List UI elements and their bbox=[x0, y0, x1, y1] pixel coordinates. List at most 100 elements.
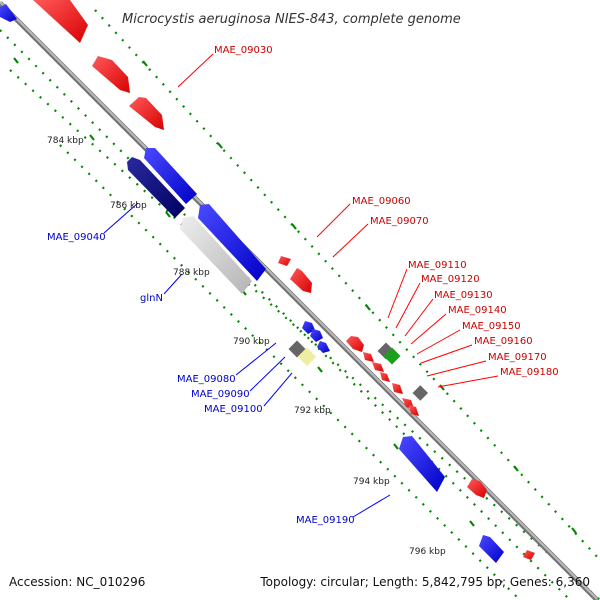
gene-label-forward[interactable]: MAE_09120 bbox=[421, 274, 480, 285]
tick-dash bbox=[89, 134, 95, 141]
gene-arrow-forward[interactable] bbox=[129, 97, 164, 130]
kbp-tick-label: 784 kbp bbox=[47, 136, 84, 146]
callout-line bbox=[332, 223, 369, 258]
feature-box[interactable] bbox=[412, 385, 429, 401]
gene-arrow-reverse[interactable] bbox=[180, 216, 252, 294]
tick-dash bbox=[165, 211, 171, 218]
ruler-lines bbox=[0, 9, 600, 600]
forward-callouts bbox=[177, 53, 499, 388]
tick-dash bbox=[317, 366, 323, 373]
callout-line bbox=[177, 53, 214, 88]
gene-arrow-forward[interactable] bbox=[290, 268, 312, 293]
tick-dash bbox=[513, 465, 519, 472]
ruler-line-inner-reverse bbox=[0, 29, 571, 600]
gene-label-forward[interactable]: MAE_09030 bbox=[214, 45, 273, 56]
callout-line bbox=[103, 202, 139, 234]
tick-dash bbox=[469, 520, 475, 527]
reverse-gene-labels: MAE_09040 glnN MAE_09080 MAE_09090 MAE_0… bbox=[47, 232, 355, 526]
gene-label-forward[interactable]: MAE_09140 bbox=[448, 305, 507, 316]
gene-arrow-forward[interactable] bbox=[467, 479, 487, 498]
gene-arrow-forward[interactable] bbox=[409, 405, 419, 416]
tick-dash bbox=[217, 142, 223, 149]
callout-line bbox=[395, 282, 421, 329]
gene-label-forward[interactable]: MAE_09160 bbox=[474, 336, 533, 347]
gene-label-reverse[interactable]: MAE_09040 bbox=[47, 232, 106, 243]
gene-arrow-reverse[interactable] bbox=[144, 148, 197, 204]
reverse-callouts bbox=[103, 202, 391, 518]
gene-label-forward[interactable]: MAE_09070 bbox=[370, 216, 429, 227]
gene-arrow-reverse[interactable] bbox=[479, 535, 504, 563]
gene-arrow-reverse[interactable] bbox=[198, 204, 266, 281]
ruler-line-outer bbox=[94, 9, 600, 561]
callout-line bbox=[420, 344, 473, 364]
gene-label-reverse[interactable]: MAE_09080 bbox=[177, 374, 236, 385]
callout-line bbox=[416, 329, 461, 355]
gene-label-reverse[interactable]: MAE_09090 bbox=[191, 389, 250, 400]
gene-arrow-forward[interactable] bbox=[372, 362, 384, 372]
callout-line bbox=[316, 203, 351, 238]
callout-line bbox=[410, 313, 447, 345]
kbp-tick-label: 790 kbp bbox=[233, 337, 270, 347]
callout-line bbox=[426, 360, 487, 377]
callout-line bbox=[263, 372, 293, 407]
gene-label-reverse[interactable]: glnN bbox=[140, 293, 163, 304]
gene-label-forward[interactable]: MAE_09180 bbox=[500, 367, 559, 378]
gene-arrow-reverse[interactable] bbox=[127, 157, 185, 218]
gene-label-reverse[interactable]: MAE_09190 bbox=[296, 515, 355, 526]
kbp-tick-label: 786 kbp bbox=[110, 201, 147, 211]
tick-dash bbox=[365, 304, 371, 311]
gene-arrow-reverse[interactable] bbox=[317, 341, 330, 353]
gene-arrow-reverse[interactable] bbox=[0, 4, 17, 22]
tick-dashes bbox=[13, 57, 577, 534]
gene-label-forward[interactable]: MAE_09130 bbox=[434, 290, 493, 301]
gene-arrow-forward[interactable] bbox=[392, 383, 403, 394]
callout-line bbox=[437, 375, 499, 388]
tick-dash bbox=[142, 60, 148, 67]
forward-genes bbox=[33, 0, 535, 560]
gene-label-forward[interactable]: MAE_09170 bbox=[488, 352, 547, 363]
accession-text: Accession: NC_010296 bbox=[9, 575, 145, 589]
kbp-tick-label: 796 kbp bbox=[409, 547, 446, 557]
kbp-tick-labels: 784 kbp 786 kbp 788 kbp 790 kbp 792 kbp … bbox=[47, 136, 446, 557]
genome-summary-text: Topology: circular; Length: 5,842,795 bp… bbox=[259, 575, 590, 589]
tick-dash bbox=[13, 57, 19, 64]
ruler-line-edge bbox=[59, 144, 521, 600]
callout-line bbox=[249, 356, 286, 392]
misc-features bbox=[288, 340, 429, 401]
gene-arrow-reverse[interactable] bbox=[310, 329, 323, 342]
gene-label-forward[interactable]: MAE_09110 bbox=[408, 260, 467, 271]
gene-arrow-forward[interactable] bbox=[346, 336, 364, 352]
callout-line bbox=[404, 298, 434, 337]
gene-label-forward[interactable]: MAE_09150 bbox=[462, 321, 521, 332]
tick-dash bbox=[439, 384, 445, 391]
ruler-line-inner-forward bbox=[9, 69, 600, 600]
kbp-tick-label: 792 kbp bbox=[294, 406, 331, 416]
callout-line bbox=[387, 268, 408, 319]
forward-gene-labels: MAE_09030 MAE_09060 MAE_09070 MAE_09110 … bbox=[214, 45, 559, 378]
map-title: Microcystis aeruginosa NIES-843, complet… bbox=[122, 12, 461, 27]
kbp-tick-label: 794 kbp bbox=[353, 477, 390, 487]
kbp-tick-label: 788 kbp bbox=[173, 268, 210, 278]
gene-arrow-forward[interactable] bbox=[278, 256, 291, 266]
gene-arrow-forward[interactable] bbox=[92, 56, 130, 93]
gene-arrow-forward[interactable] bbox=[33, 0, 88, 43]
tick-dash bbox=[393, 443, 399, 450]
reverse-genes bbox=[0, 4, 504, 563]
tick-dash bbox=[571, 527, 577, 534]
gene-arrow-reverse[interactable] bbox=[302, 321, 315, 334]
feature-box[interactable] bbox=[288, 340, 306, 358]
gene-label-reverse[interactable]: MAE_09100 bbox=[204, 404, 263, 415]
feature-box[interactable] bbox=[297, 347, 317, 366]
callout-line bbox=[235, 342, 277, 376]
gene-arrow-forward[interactable] bbox=[523, 550, 535, 560]
feature-box[interactable] bbox=[383, 347, 401, 365]
gene-label-forward[interactable]: MAE_09060 bbox=[352, 196, 411, 207]
gene-arrow-forward[interactable] bbox=[363, 352, 374, 362]
gene-arrow-forward[interactable] bbox=[380, 372, 390, 382]
tick-dash bbox=[291, 223, 297, 230]
callout-line bbox=[163, 273, 183, 295]
callout-line bbox=[352, 494, 391, 518]
gene-arrow-reverse[interactable] bbox=[399, 436, 445, 492]
